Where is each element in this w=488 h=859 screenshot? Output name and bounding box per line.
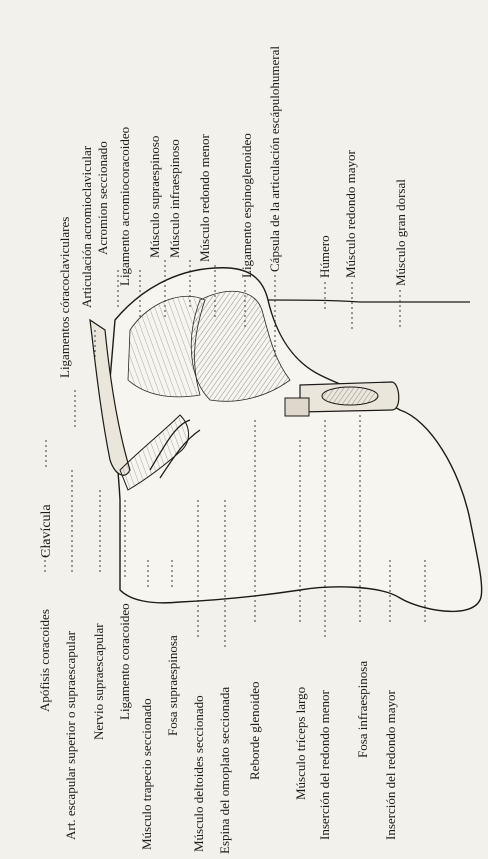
- label-articulacion-acromioclavicular: Articulación acromioclavicular: [80, 146, 93, 308]
- label-clavicula: Clavícula: [40, 504, 53, 558]
- label-acromion-seccionado: Acromion seccionado: [96, 141, 109, 255]
- label-fosa-infraespinosa: Fosa infraespinosa: [356, 661, 369, 758]
- label-musculo-trapecio: Músculo trapecio seccionado: [140, 698, 153, 850]
- label-musculo-triceps-largo: Músculo tríceps largo: [294, 687, 307, 800]
- label-ligamento-coracoideo: Ligamento coracoideo: [118, 603, 131, 720]
- label-reborde-glenoideo: Reborde glenoideo: [248, 681, 261, 780]
- label-insercion-redondo-mayor: Inserción del redondo mayor: [384, 690, 397, 840]
- label-insercion-redondo-menor: Inserción del redondo menor: [318, 690, 331, 840]
- label-musculo-infraespinoso: Músculo infraespinoso: [168, 139, 181, 258]
- label-nervio-supraescapular: Nervio supraescapular: [92, 623, 105, 740]
- label-ligamento-acromiocoracoideo: Ligamento acromiocoracoideo: [118, 127, 131, 286]
- humerus-cut: [322, 387, 378, 405]
- label-apofisis-coracoides: Apófisis coracoides: [38, 609, 51, 712]
- top-contour: [268, 300, 470, 302]
- label-musculo-supraespinoso: Músculo supraespinoso: [148, 136, 161, 258]
- label-musculo-redondo-menor: Músculo redondo menor: [198, 134, 211, 262]
- label-musculo-redondo-mayor: Músculo redondo mayor: [344, 150, 357, 278]
- label-musculo-deltoides: Músculo deltoides seccionado: [192, 695, 205, 852]
- label-humero: Húmero: [318, 235, 331, 278]
- label-ligamento-espinoglenoideo: Ligamento espinoglenoideo: [240, 133, 253, 278]
- label-capsula-escapulohumeral: Cápsula de la articulación escápulohumer…: [268, 46, 281, 272]
- label-fosa-supraespinosa: Fosa supraespinosa: [166, 635, 179, 736]
- label-ligamentos-coracoclaviculares: Ligamentos córacoclaviculares: [58, 217, 71, 378]
- label-musculo-gran-dorsal: Músculo gran dorsal: [394, 179, 407, 286]
- label-espina-del-omoplato: Espina del omoplato seccionada: [218, 687, 231, 854]
- spine-stump: [285, 398, 309, 416]
- label-art-escapular-superior: Art. escapular superior o supraescapular: [64, 631, 77, 840]
